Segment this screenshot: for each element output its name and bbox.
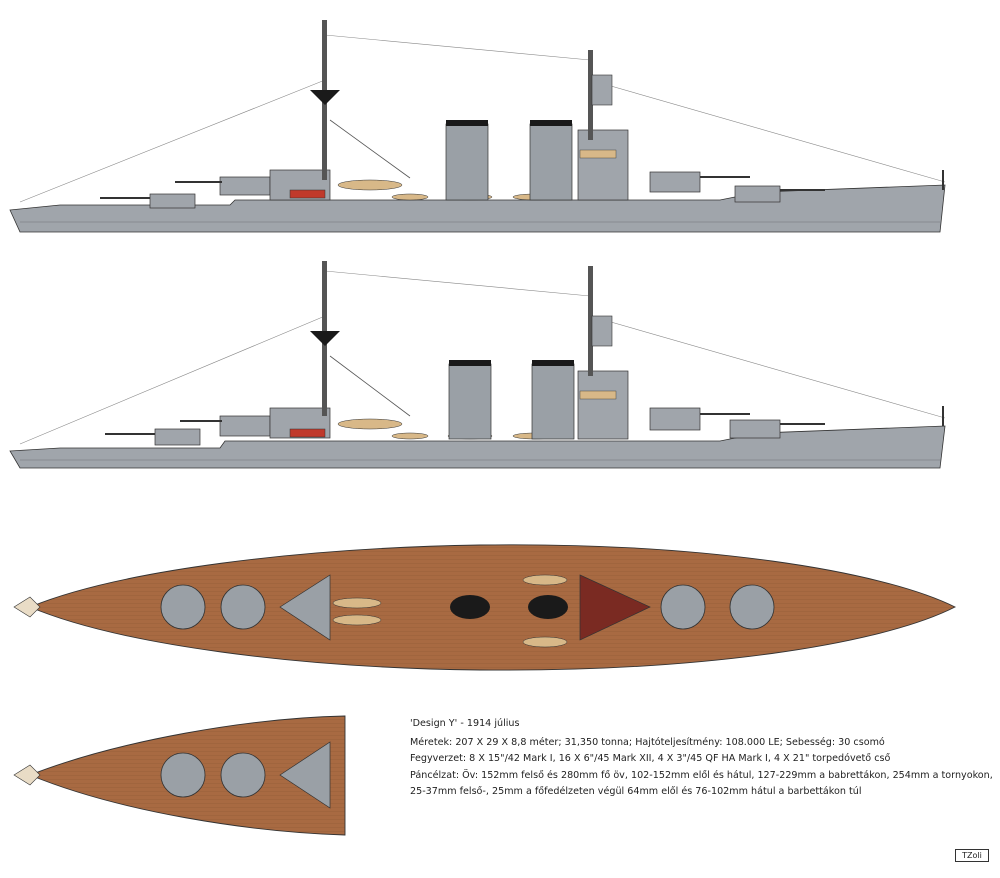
turret-plan-1 <box>160 584 206 630</box>
turret-plan-4 <box>729 584 775 630</box>
caption-line-armor: Páncélzat: Öv: 152mm felső és 280mm fő ö… <box>410 769 993 781</box>
turret-plan-2 <box>220 584 266 630</box>
turret-fore-1 <box>649 171 701 193</box>
funnel-plan-fore <box>528 595 568 619</box>
side-profile-lower <box>9 261 946 469</box>
turret-fore-1 <box>649 407 701 431</box>
mast-fore <box>588 50 593 140</box>
plan-view-bow-detail <box>13 715 346 836</box>
caption-line-armament: Fegyverzet: 8 X 15"/42 Mark I, 16 X 6"/4… <box>410 753 891 764</box>
specification-caption: 'Design Y' - 1914 július Méretek: 207 X … <box>410 716 995 801</box>
funnel-aft <box>448 363 492 440</box>
turret-fore-2 <box>729 419 781 439</box>
artist-signature: TZoli <box>955 849 989 862</box>
funnel-fore <box>531 363 575 440</box>
funnel-aft <box>445 123 489 201</box>
caption-title: 'Design Y' - 1914 július <box>410 718 520 729</box>
funnel-plan-aft <box>450 595 490 619</box>
side-profile-upper <box>9 20 946 233</box>
mast-fore <box>588 266 593 376</box>
turret-plan-1 <box>160 752 206 798</box>
turret-aft-1 <box>154 428 201 446</box>
turret-aft-1 <box>149 193 196 209</box>
deck <box>28 544 957 671</box>
turret-aft-2 <box>219 176 271 196</box>
caption-line-dimensions: Méretek: 207 X 29 X 8,8 méter; 31,350 to… <box>410 736 885 748</box>
turret-plan-3 <box>660 584 706 630</box>
plan-view-full <box>13 544 957 671</box>
turret-fore-2 <box>734 185 781 203</box>
caption-line-armor-cont: 25-37mm felső-, 25mm a főfedélzeten végü… <box>410 786 862 797</box>
turret-plan-2 <box>220 752 266 798</box>
turret-aft-2 <box>219 415 271 437</box>
funnel-fore <box>529 123 573 201</box>
